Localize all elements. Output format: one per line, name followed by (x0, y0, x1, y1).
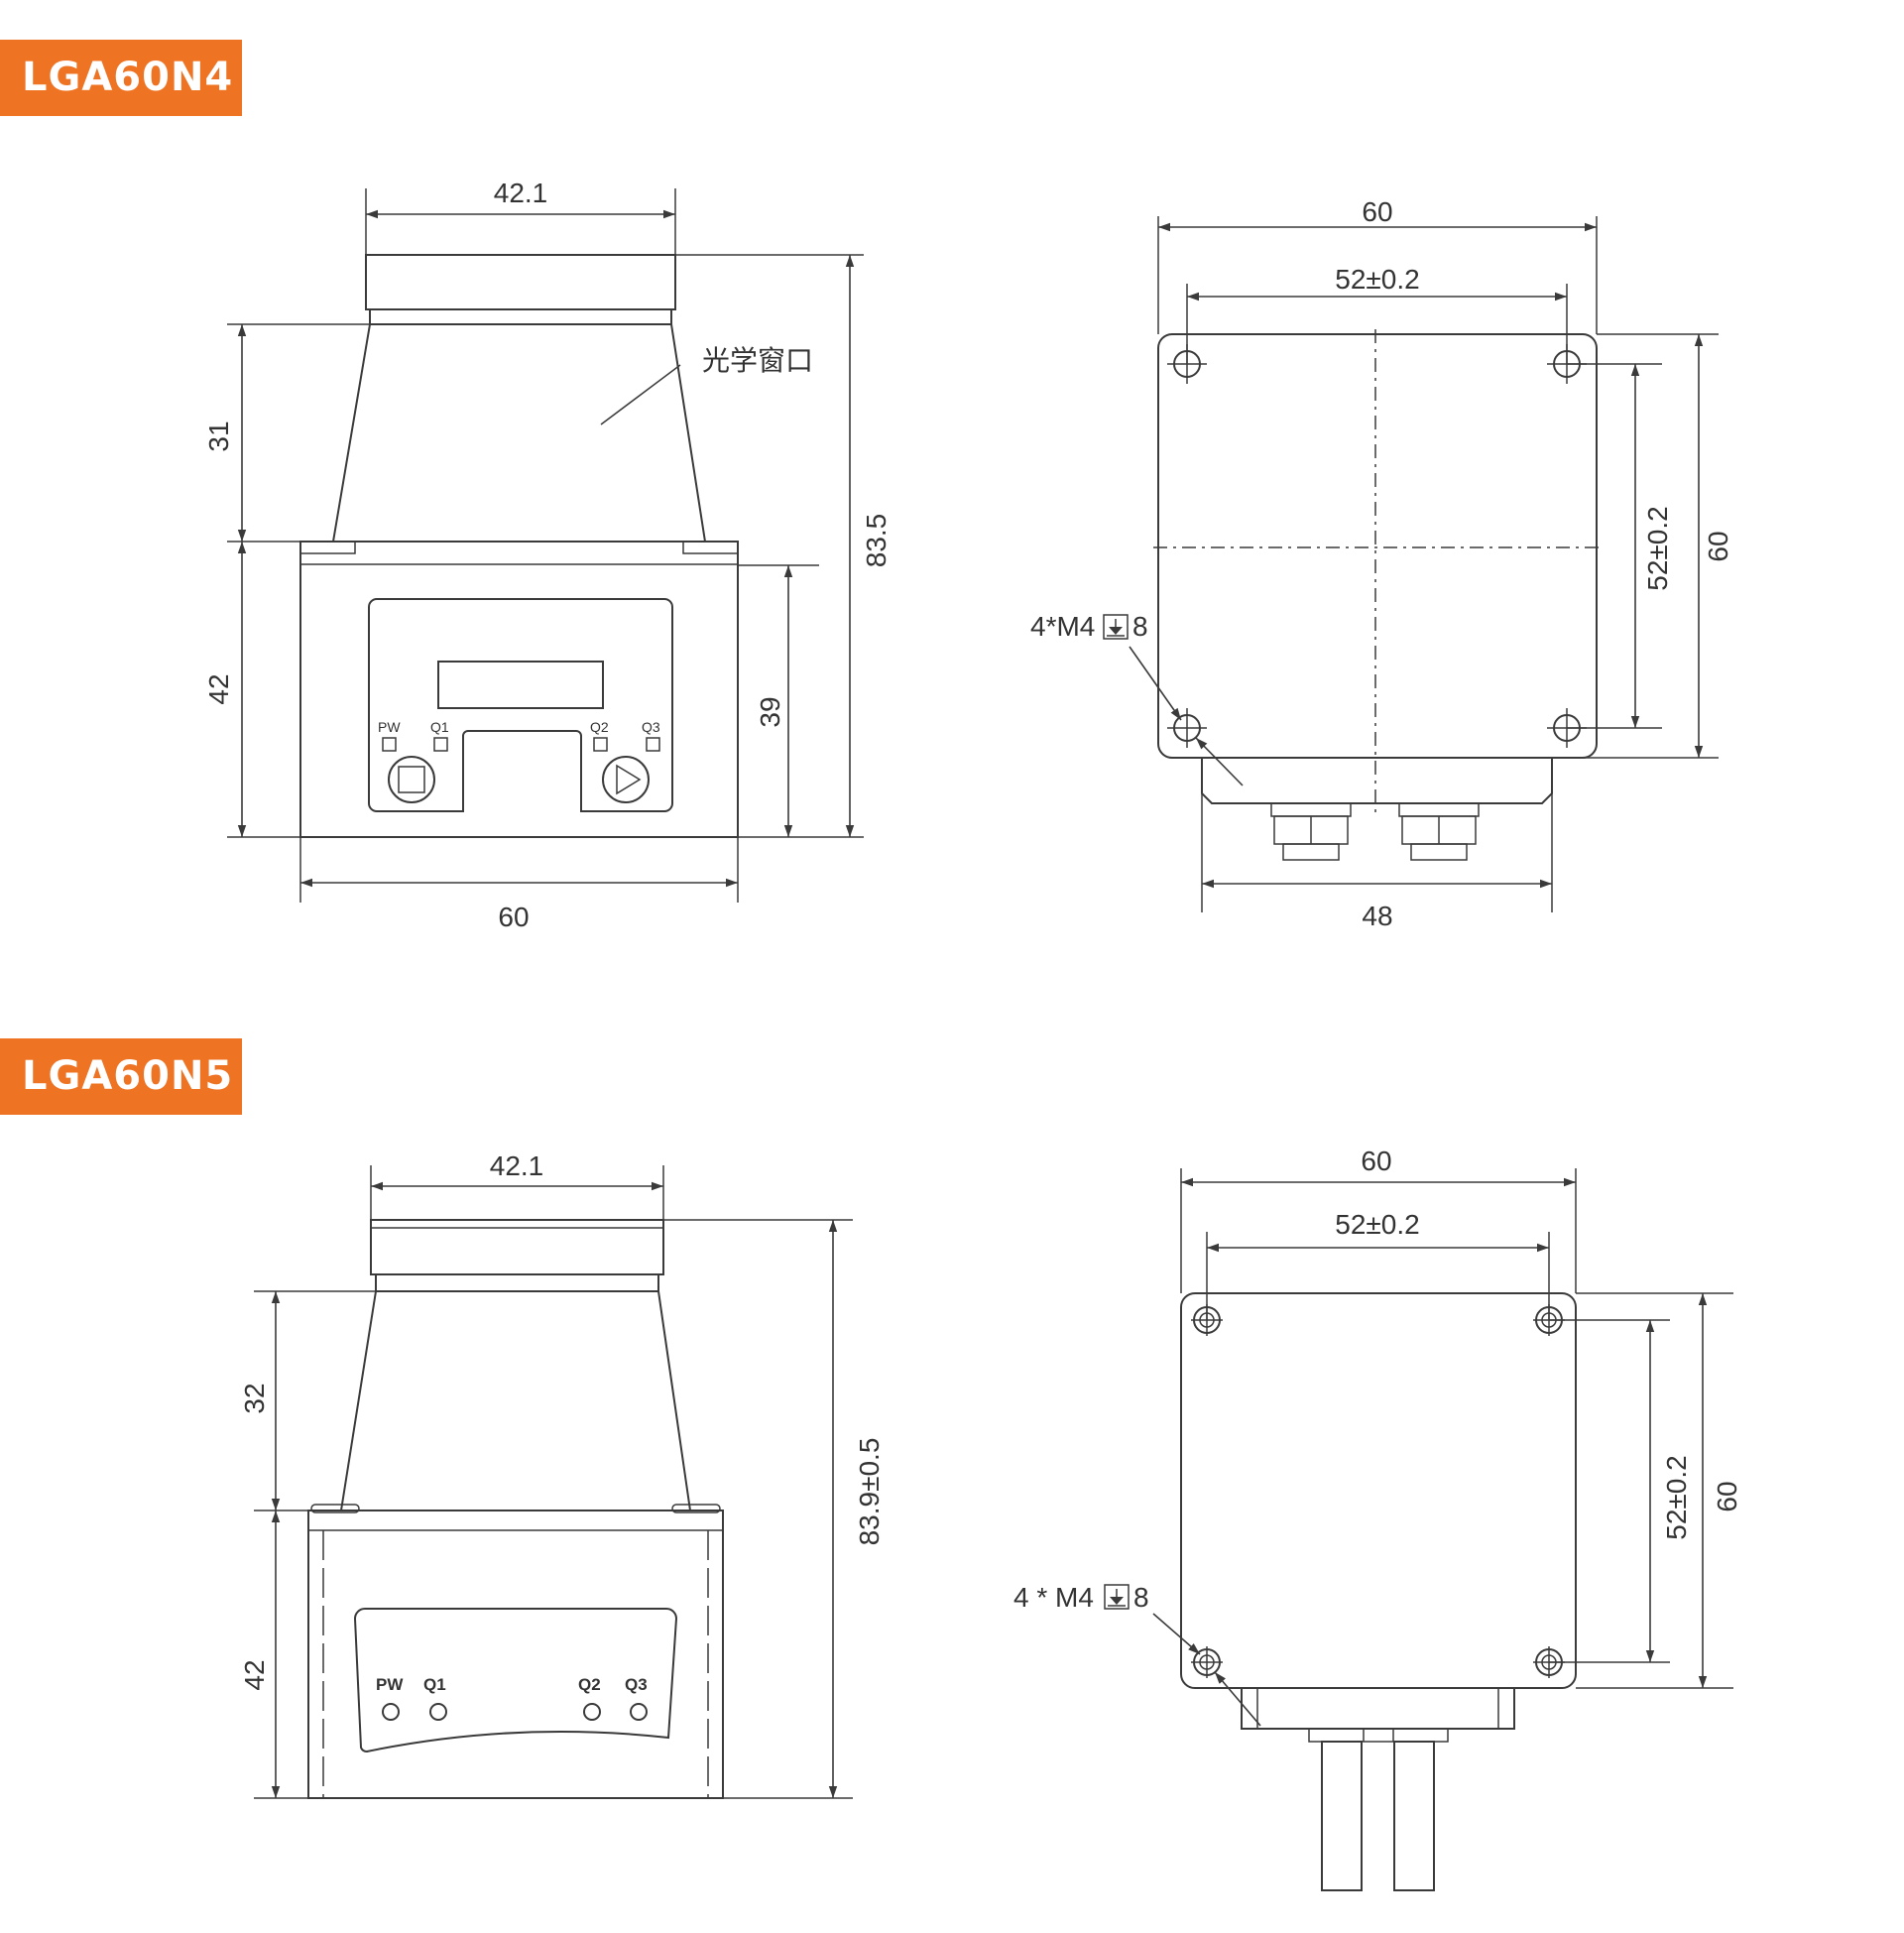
n5-hole-depth-label: 8 (1133, 1582, 1149, 1613)
n5-dim-outer-height: 60 (1712, 1481, 1742, 1511)
n5-dim-base-height: 42 (239, 1659, 270, 1690)
n4-mount-hole-icon (1167, 708, 1207, 748)
n4-display-screen (437, 661, 604, 709)
n4-led-q2 (593, 737, 608, 752)
n4-hole-spec-label: 4*M4 (1030, 611, 1095, 642)
n4-dim-base-width: 60 (498, 902, 529, 932)
depth-icon (1103, 614, 1129, 640)
depth-icon (1104, 1584, 1130, 1610)
n5-dim-hole-spacing-x: 52±0.2 (1335, 1209, 1419, 1240)
n4-window-leader (600, 364, 681, 425)
n4-dim-connector-width: 48 (1362, 901, 1392, 931)
n4-led-q3-label: Q3 (642, 719, 660, 735)
n5-led-q1 (429, 1703, 447, 1721)
n4-square-button-icon (388, 756, 435, 803)
n4-dim-outer-width: 60 (1362, 196, 1392, 227)
model-tag-lga60n4: LGA60N4 (0, 40, 242, 116)
n4-dim-hole-spacing-x: 52±0.2 (1335, 264, 1419, 295)
n5-status-panel (353, 1608, 678, 1752)
n5-dim-hole-spacing-y: 52±0.2 (1661, 1455, 1692, 1539)
n5-dim-outer-width: 60 (1361, 1146, 1391, 1176)
n4-connector-right (1398, 802, 1480, 861)
n4-led-q3 (646, 737, 660, 752)
n5-mount-hole-icon (1191, 1646, 1223, 1678)
n5-led-q3 (630, 1703, 648, 1721)
n4-window-right-edge (670, 323, 706, 543)
n5-hole-spec-label: 4 * M4 (1013, 1582, 1094, 1613)
n4-play-button-icon (602, 756, 650, 803)
n4-dim-total-height: 83.5 (861, 514, 892, 568)
n4-top-cap (365, 254, 676, 310)
n4-connector-block (1201, 758, 1553, 804)
n5-dim-window-height: 32 (239, 1383, 270, 1413)
n5-base-body (307, 1510, 724, 1799)
n4-dim-window-height: 31 (203, 421, 234, 451)
n4-hole-depth-label: 8 (1132, 611, 1148, 642)
n5-cable-left (1321, 1741, 1363, 1891)
n5-connector-block (1241, 1687, 1515, 1730)
n5-top-cap (370, 1219, 664, 1275)
n5-front-view: PW Q1 Q2 Q3 42.1 32 42 83.9±0.5 (239, 1150, 885, 1799)
n4-led-pw-label: PW (378, 719, 401, 735)
n5-dim-top-width: 42.1 (490, 1150, 544, 1181)
model-tag-lga60n5: LGA60N5 (0, 1038, 242, 1115)
n4-base-body (299, 541, 739, 838)
n5-led-q3-label: Q3 (625, 1675, 648, 1694)
n4-window-left-edge (332, 323, 371, 543)
n4-connector-left (1270, 802, 1352, 861)
n4-top-view: 60 52±0.2 52±0.2 60 48 4*M4 8 (1030, 196, 1733, 931)
n4-dim-top-width: 42.1 (494, 178, 548, 208)
n4-dim-hole-spacing-y: 52±0.2 (1642, 506, 1673, 590)
n5-led-pw (382, 1703, 400, 1721)
n4-led-pw (382, 737, 397, 752)
n4-dim-base-height: 42 (203, 673, 234, 704)
n4-control-panel (368, 598, 673, 812)
n4-window-label: 光学窗口 (702, 345, 813, 376)
n5-led-pw-label: PW (376, 1675, 404, 1694)
n5-cable-right (1393, 1741, 1435, 1891)
n4-led-q2-label: Q2 (590, 719, 609, 735)
n5-led-q1-label: Q1 (423, 1675, 446, 1694)
n4-led-q1 (433, 737, 448, 752)
n5-top-view: 60 52±0.2 52±0.2 60 4 * M4 8 (1013, 1146, 1742, 1891)
n4-top-plate (1157, 333, 1598, 759)
n4-front-view: PW Q1 Q2 Q3 光学窗口 42.1 31 42 39 83. (203, 178, 892, 932)
n4-led-q1-label: Q1 (430, 719, 449, 735)
n5-led-q2 (583, 1703, 601, 1721)
n4-dim-panel-height: 39 (755, 696, 785, 727)
n5-top-plate (1180, 1292, 1577, 1689)
n4-dim-outer-height: 60 (1703, 531, 1733, 561)
n5-led-q2-label: Q2 (578, 1675, 601, 1694)
n5-dim-total-height: 83.9±0.5 (854, 1438, 885, 1546)
